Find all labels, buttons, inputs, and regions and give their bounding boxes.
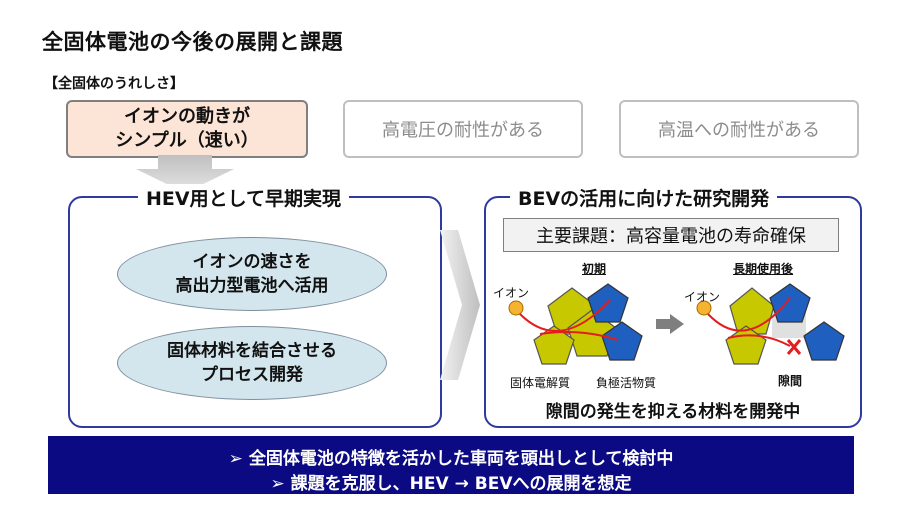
transition-arrow-icon (656, 314, 684, 334)
electrolyte-label: 固体電解質 (510, 376, 571, 390)
label-after-long-use: 長期使用後 (733, 262, 794, 276)
label-initial: 初期 (582, 262, 607, 276)
bev-conclusion: 隙間の発生を抑える材料を開発中 (545, 402, 801, 422)
down-arrow-icon (136, 155, 234, 193)
right-chevron-icon (440, 230, 480, 380)
summary-line-1: ➢ 全固体電池の特徴を活かした車両を頭出しとして検討中 (228, 449, 674, 469)
initial-structure-diagram (508, 283, 643, 365)
hev-panel (68, 196, 442, 428)
advantage-fast-ions: イオンの動きが シンプル（速い） (66, 100, 308, 158)
ellipse-ion-speed: イオンの速さを 高出力型電池へ活用 (117, 237, 387, 311)
ion-label-initial: イオン (493, 286, 530, 300)
summary-line-2: ➢ 課題を克服し、HEV → BEVへの展開を想定 (270, 474, 632, 494)
advantage-high-voltage: 高電圧の耐性がある (343, 100, 583, 158)
after-use-structure-diagram (696, 283, 845, 365)
hev-panel-title: HEV用として早期実現 (138, 184, 350, 211)
main-issue-box: 主要課題：高容量電池の寿命確保 (503, 218, 839, 252)
ellipse-process-dev: 固体材料を結合させる プロセス開発 (117, 326, 387, 400)
active-material-label: 負極活物質 (596, 376, 657, 390)
gap-label: 隙間 (778, 374, 803, 388)
page-title: 全固体電池の今後の展開と課題 (42, 30, 343, 54)
ion-label-after: イオン (684, 290, 721, 304)
advantages-heading: 【全固体のうれしさ】 (44, 76, 184, 92)
advantage-high-temp: 高温への耐性がある (619, 100, 859, 158)
summary-banner: ➢ 全固体電池の特徴を活かした車両を頭出しとして検討中 ➢ 課題を克服し、HEV… (48, 436, 854, 494)
bev-panel-title: BEVの活用に向けた研究開発 (510, 184, 778, 211)
